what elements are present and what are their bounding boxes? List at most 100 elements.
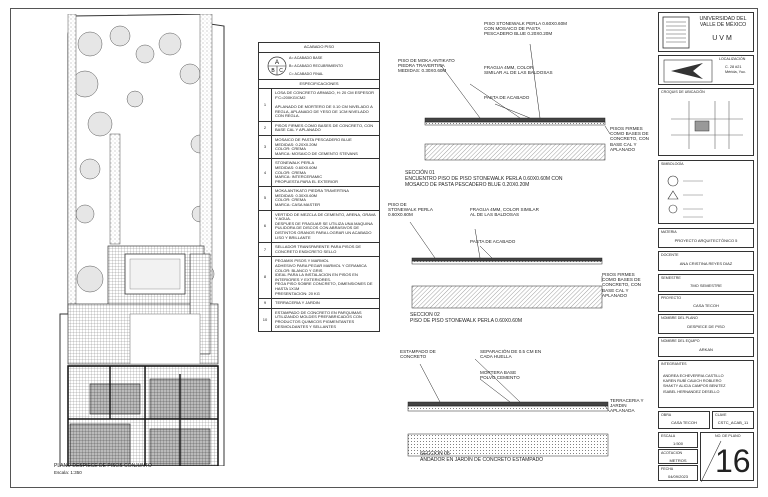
integrante: KAREN RUBÍ CAUICH ROBLERO [663, 379, 722, 384]
s3-label-right: TERRACERIA Y JARDIN APLANADA [610, 398, 644, 414]
integrante: ISABEL HERNANDEZ DESELLO [663, 389, 720, 394]
fecha-label: FECHA [661, 467, 674, 471]
obra-block: OBRA CASA TECOH [658, 411, 710, 429]
proyecto-value: CASA TECOH [693, 303, 719, 308]
clave-value: CSTC_ACAB_11 [717, 420, 749, 425]
spec-table-header: ACABADO PISO [259, 43, 379, 53]
plano-number-label: No. DE PLANO [715, 434, 741, 438]
spec-row-text: VERTIDO DE MEZCLA DE CEMENTO, ARENA, GRA… [275, 211, 376, 240]
s3-terraceria [407, 433, 609, 457]
docente-value: ANA CRISTINA REYES DIAZ [679, 261, 733, 266]
plano-label: NOMBRE DEL PLANO [661, 316, 698, 320]
legend-c: C= ACABADO FINAL [289, 71, 324, 76]
spec-row-number: 5 [259, 187, 272, 210]
simbologia-block: SIMBOLOGÍA [658, 160, 754, 224]
spec-row-text: MOKA ANTIKATO PIEDRA TRAVERTINA MEDIDAS:… [275, 188, 349, 208]
university-block: UNIVERSIDAD DEL VALLE DE MÉXICO UVM [658, 12, 754, 52]
s1-label-mid: FRAGUA 4mm, COLOR SIMILAR AL DE LAS BALD… [484, 65, 553, 76]
materia-label: MATERIA [661, 230, 677, 234]
spec-row-number: 4 [259, 159, 272, 187]
section-details [407, 43, 611, 457]
s2-section-title: SECCION 02 [410, 312, 440, 318]
integrantes-block: INTEGRANTES ANDREA ECHEVERRIA CASTILLO K… [658, 360, 754, 408]
spec-row-text: LOSA DE CONCRETO ARMADO, H: 20 CM ESPESO… [275, 90, 375, 119]
integrante: ANDREA ECHEVERRIA CASTILLO [663, 374, 724, 378]
localizacion-label: LOCALIZACIÓN [719, 57, 746, 61]
fecha-value: 04/09/2023 [667, 474, 689, 479]
spec-row-number: 7 [259, 243, 272, 257]
s2-caption: PISO DE PISO STONEWALK PERLA 0.60X0.60M [410, 318, 522, 324]
spec-row-number: 1 [259, 89, 272, 121]
s3-stamped-concrete [407, 401, 609, 407]
s2-label-finish: PASTA DE ACABADO [470, 239, 516, 244]
legend-a: A= ACABADO BASE [289, 55, 323, 60]
s1-caption: ENCUENTRO PISO DE PISO STONEWALK PERLA 0… [405, 176, 563, 188]
legend-symbol-c: C [279, 68, 283, 74]
plan-scale: Escala: 1:350 [54, 469, 82, 475]
materia-value: PROYECTO ARQUITECTÓNICO 5 [674, 238, 738, 243]
spec-row-text: PISOS FIRMES COMO BASES DE CONCRETO, CON… [275, 122, 374, 133]
spec-row-number: 8 [259, 257, 272, 299]
equipo-value: ARKAN [699, 347, 713, 352]
materia-block: MATERIA PROYECTO ARQUITECTÓNICO 5 [658, 228, 754, 248]
spec-row-text: MOSAICO DE PASTA PESCADERO BLUE MEDIDAS:… [275, 136, 358, 156]
s2-label-left: PISO DE STONEWALK PERLA 0.60X0.60M [388, 202, 433, 218]
legend-b: B= ACABADO RECUBRIMIENTO [289, 63, 343, 68]
s1-label-left: PISO DE MOKA ANTIKATO PIEDRA TRAVERTINA … [398, 58, 455, 74]
spec-row-text: TERRACERIA Y JARDIN [275, 300, 320, 306]
equipo-label: NOMBRE DEL EQUIPO [661, 339, 700, 343]
spec-row-text: ESTAMPADO DE CONCRETO EN PARQUIMAS UTILI… [275, 309, 362, 329]
spec-row-number: 2 [259, 121, 272, 135]
escala-value: 1:500 [672, 441, 683, 446]
equipo-block: NOMBRE DEL EQUIPO ARKAN [658, 337, 754, 357]
clave-label: CLAVE [715, 413, 727, 417]
simbologia-label: SIMBOLOGÍA [661, 162, 684, 166]
integrantes-label: INTEGRANTES [661, 362, 687, 366]
spec-row-text: PEGAMIX PISOS Y MARMOL ADHESIVO PARA PEG… [275, 258, 373, 296]
finishes-spec-table: ACABADO PISO A B C A= ACABADO BASE B= AC… [258, 42, 380, 333]
s1-section-title: SECCIÓN 01 [405, 170, 435, 176]
university-logo-icon [662, 16, 690, 49]
semestre-block: SEMESTRE 7MO SEMESTRE [658, 274, 754, 292]
fecha-block: FECHA 04/09/2023 [658, 465, 698, 481]
s3-caption: ANDADOR EN JARDÍN DE CONCRETO ESTAMPADO [420, 457, 544, 463]
spec-row-number: 10 [259, 308, 272, 332]
semestre-label: SEMESTRE [661, 276, 681, 280]
semestre-value: 7MO SEMESTRE [690, 283, 722, 288]
symbols-legend [667, 175, 703, 218]
university-abbr: UVM [712, 35, 734, 42]
s1-label-right: PISOS FIRMES COMO BASES DE CONCRETO, CON… [610, 126, 649, 152]
nombre-plano-block: NOMBRE DEL PLANO DESPIECE DE PISO [658, 314, 754, 334]
plan-caption: PLANO DESPIECE DE PISOS CONJUNTO Escala:… [54, 463, 152, 475]
integrante: SHAKTY ALICIA CAMPOS BENITEZ [663, 384, 726, 389]
s1-label-top: PISO STONEWALK PERLA 0.60X0.60M CON MOSA… [484, 21, 567, 37]
escala-label: ESCALA [661, 434, 676, 438]
s1-concrete-base [424, 143, 606, 161]
finish-legend-symbol: A B C [267, 56, 287, 75]
university-name: UNIVERSIDAD DEL VALLE DE MÉXICO [699, 16, 747, 28]
integrantes-list: ANDREA ECHEVERRIA CASTILLO KAREN RUBÍ CA… [663, 374, 725, 395]
s2-tile-layer [411, 257, 603, 262]
legend-symbol-b: B [271, 68, 275, 74]
s2-label-right: PISOS FIRMES COMO BASES DE CONCRETO, CON… [602, 272, 641, 298]
s1-tile-layer [424, 117, 606, 123]
croquis-label: CROQUIS DE UBICACIÓN [661, 90, 705, 94]
s3-label-base: MORTERA BASE POLVO CEMENTO [480, 370, 520, 381]
acotacion-block: ACOTACION METROS [658, 449, 698, 464]
location-sketch [671, 101, 743, 149]
site-floor-plan [59, 14, 225, 466]
spec-row-number: 6 [259, 210, 272, 243]
s3-label-mid: SEPARACIÓN DE 0.5 CM EN CADA HUELLA [480, 349, 542, 360]
drawing-sheet [10, 8, 758, 488]
spec-subheader: ESPECIFICACIONES [259, 80, 379, 90]
